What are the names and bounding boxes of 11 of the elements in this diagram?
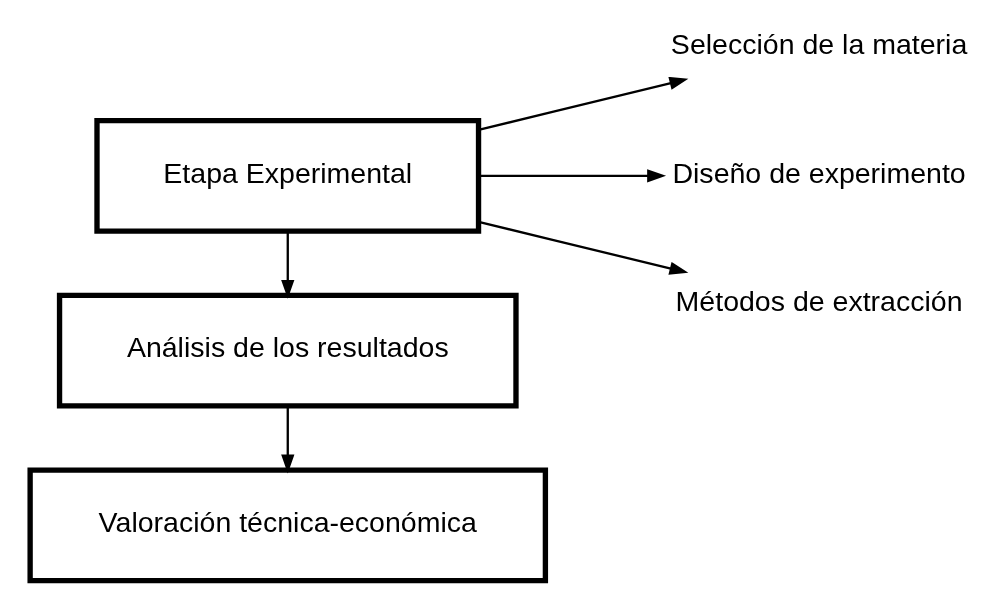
node-text: Métodos de extracción xyxy=(675,285,963,318)
arrow xyxy=(478,169,667,183)
arrow xyxy=(281,231,295,299)
node-box: Análisis de los resultados xyxy=(56,292,519,409)
arrow xyxy=(478,220,689,275)
node-text: Diseño de experimento xyxy=(672,156,966,189)
arrow xyxy=(478,76,689,131)
node-text: Selección de la materia xyxy=(670,28,968,61)
node-box: Valoración técnica-económica xyxy=(27,467,549,584)
node-box: Etapa Experimental xyxy=(94,117,482,234)
arrow xyxy=(281,406,295,474)
